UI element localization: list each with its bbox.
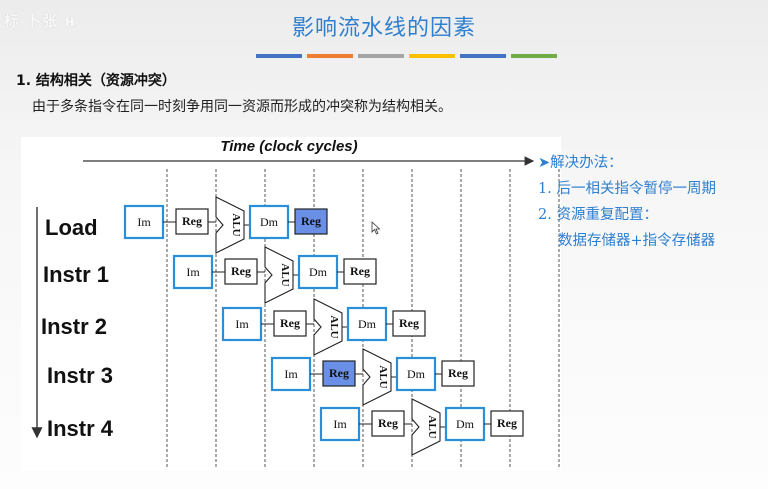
stage-reg-box (322, 360, 356, 387)
stage-im-box (172, 254, 214, 290)
stage-alu-shape (215, 196, 245, 254)
instruction-label: Instr 3 (47, 363, 113, 388)
slide-title: 影响流水线的因素 (291, 16, 476, 41)
pipeline-row: Load Im Reg ALU Dm Reg (45, 196, 328, 254)
pipeline-row: Instr 1 Im Reg ALU Dm Reg (43, 246, 377, 304)
stage-reg-label: Reg (231, 264, 251, 278)
stage-alu-label: ALU (230, 213, 242, 236)
stage-writeback-reg-box (343, 258, 377, 285)
stage-dm-label: Dm (456, 417, 475, 431)
pipeline-row: Instr 3 Im Reg ALU Dm Reg (47, 348, 475, 406)
instruction-label: Load (45, 215, 98, 240)
stage-dm-box (444, 406, 486, 442)
stage-dm-box (346, 306, 388, 342)
stage-alu-shape (313, 298, 343, 356)
stage-dm-label: Dm (260, 215, 279, 229)
corner-logo: 标 卜张 ʜ (4, 12, 76, 30)
title-color-bar-2 (307, 54, 353, 58)
mouse-cursor-icon (371, 221, 381, 235)
pipeline-row: Instr 2 Im Reg ALU Dm Reg (41, 298, 426, 356)
title-color-bars (256, 54, 557, 58)
stage-writeback-reg-box (294, 208, 328, 235)
stage-alu-shape (362, 348, 392, 406)
stage-writeback-reg-label: Reg (399, 316, 419, 330)
pipeline-row: Instr 4 Im Reg ALU Dm Reg (47, 398, 524, 456)
stage-im-box (221, 306, 263, 342)
stage-alu-shape (264, 246, 294, 304)
stage-alu-label: ALU (377, 365, 389, 388)
stage-alu-label: ALU (279, 263, 291, 286)
instruction-label: Instr 4 (47, 416, 114, 441)
stage-reg-box (273, 310, 307, 337)
title-color-bar-5 (460, 54, 506, 58)
instruction-label: Instr 1 (43, 262, 109, 287)
solutions-panel: ➤解决办法： 1. 后一相关指令暂停一周期 2. 资源重复配置： 数据存储器+指… (538, 150, 716, 254)
solution-item-1: 1. 后一相关指令暂停一周期 (538, 181, 716, 197)
section-heading: 1. 结构相关（资源冲突） (16, 73, 176, 89)
solution-item-2: 2. 资源重复配置： (538, 207, 658, 223)
stage-im-label: Im (137, 215, 151, 229)
title-color-bar-1 (256, 54, 302, 58)
stage-im-label: Im (235, 317, 249, 331)
stage-im-label: Im (284, 367, 298, 381)
stage-im-label: Im (333, 417, 347, 431)
solutions-title: ➤解决办法： (538, 155, 623, 171)
arrow-right-icon: ➤ (538, 155, 551, 171)
instruction-label: Instr 2 (41, 314, 107, 339)
stage-writeback-reg-box (441, 360, 475, 387)
stage-writeback-reg-label: Reg (448, 366, 468, 380)
stage-im-box (123, 204, 165, 240)
stage-alu-shape (411, 398, 441, 456)
stage-reg-label: Reg (329, 366, 349, 380)
stage-alu-label: ALU (426, 415, 438, 438)
stage-writeback-reg-label: Reg (301, 214, 321, 228)
stage-writeback-reg-box (490, 410, 524, 437)
time-axis-label: Time (clock cycles) (220, 138, 357, 155)
stage-reg-label: Reg (280, 316, 300, 330)
title-color-bar-3 (358, 54, 404, 58)
stage-writeback-reg-box (392, 310, 426, 337)
stage-writeback-reg-label: Reg (497, 416, 517, 430)
stage-writeback-reg-label: Reg (350, 264, 370, 278)
stage-dm-label: Dm (358, 317, 377, 331)
section-description: 由于多条指令在同一时刻争用同一资源而形成的冲突称为结构相关。 (32, 99, 452, 115)
title-color-bar-6 (511, 54, 557, 58)
stage-reg-label: Reg (182, 214, 202, 228)
stage-dm-box (297, 254, 339, 290)
stage-reg-label: Reg (378, 416, 398, 430)
solution-detail: 数据存储器+指令存储器 (558, 233, 716, 249)
title-color-bar-4 (409, 54, 455, 58)
stage-dm-label: Dm (309, 265, 328, 279)
stage-dm-label: Dm (407, 367, 426, 381)
stage-alu-label: ALU (328, 315, 340, 338)
stage-im-label: Im (186, 265, 200, 279)
